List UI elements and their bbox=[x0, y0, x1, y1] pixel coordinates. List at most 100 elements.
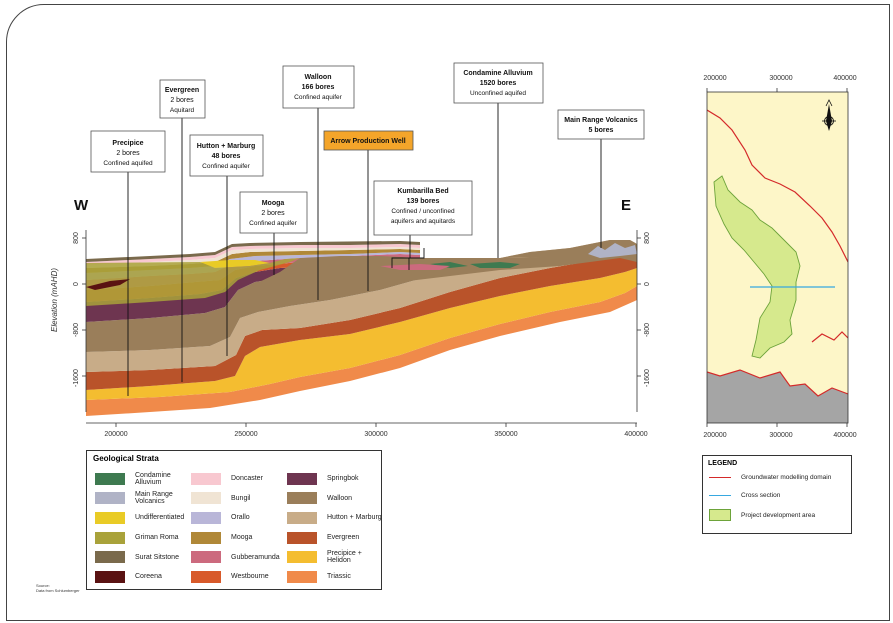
stratum-precipice bbox=[86, 268, 637, 400]
stratum-evergreen bbox=[86, 247, 637, 390]
stratum-hutton bbox=[86, 240, 637, 372]
stratum-condamine-2 bbox=[430, 262, 468, 268]
strata-legend-label: Main Range Volcanics bbox=[135, 491, 173, 506]
strata-swatch-icon bbox=[287, 570, 317, 583]
map-legend-label: Project development area bbox=[741, 511, 816, 519]
strata-swatch-icon bbox=[191, 511, 221, 524]
strata-swatch-icon bbox=[191, 570, 221, 583]
map-legend-item-cross-section: Cross section bbox=[709, 492, 780, 499]
map-legend: LEGEND Groundwater modelling domain Cros… bbox=[702, 455, 852, 534]
stratum-coreena bbox=[86, 279, 130, 290]
strata-legend-item: Condamine Alluvium bbox=[95, 469, 191, 489]
stratum-walloon-surface bbox=[245, 248, 637, 300]
callout-evergreen-desc: Aquitard bbox=[170, 107, 195, 114]
callout-mooga: Mooga 2 bores Confined aquifer bbox=[239, 191, 308, 234]
elevation-axis-label: Elevation (mAHD) bbox=[50, 268, 59, 332]
callout-main-range-count: 5 bores bbox=[589, 127, 614, 134]
strata-legend-item: Gubberamunda bbox=[191, 547, 287, 567]
strata-legend-item: Evergreen bbox=[287, 528, 383, 548]
strata-legend-label: Walloon bbox=[327, 494, 353, 502]
callout-walloon-count: 166 bores bbox=[302, 84, 335, 91]
callout-kumbarilla-desc: Confined / unconfined bbox=[391, 208, 455, 215]
callout-evergreen-count: 2 bores bbox=[170, 97, 194, 104]
stratum-walloon bbox=[86, 240, 637, 352]
strata-swatch-icon bbox=[191, 551, 221, 564]
stratum-triassic bbox=[86, 286, 637, 416]
strata-legend-label: Bungil bbox=[231, 494, 251, 502]
strata-legend-item: Doncaster bbox=[191, 469, 287, 489]
callout-precipice: Precipice 2 bores Confined aquifed bbox=[90, 130, 166, 173]
strata-swatch-icon bbox=[287, 551, 317, 564]
map-legend-label: Cross section bbox=[741, 492, 781, 499]
strata-legend-item: Precipice + Helidon bbox=[287, 547, 383, 567]
strata-legend-label: Undifferentiated bbox=[135, 514, 185, 522]
callout-hutton-title: Hutton + Marburg bbox=[197, 143, 256, 150]
callout-arrow-well: Arrow Production Well bbox=[323, 130, 414, 151]
callout-walloon-title: Walloon bbox=[305, 74, 332, 81]
map-top-tick-2: 300000 bbox=[769, 75, 792, 82]
strata-legend-label: Surat Sitstone bbox=[135, 553, 179, 561]
source-line-2: Data from Schlumberger bbox=[36, 588, 80, 593]
stratum-volcanics bbox=[588, 243, 637, 258]
strata-swatch-icon bbox=[95, 511, 125, 524]
north-arrow-icon bbox=[822, 99, 836, 131]
strata-legend-label: Springbok bbox=[327, 475, 359, 483]
callout-arrow-well-label: Arrow Production Well bbox=[330, 138, 405, 145]
strata-legend-item: Triassic bbox=[287, 567, 383, 587]
callout-precipice-count: 2 bores bbox=[116, 150, 140, 157]
strata-swatch-icon bbox=[191, 472, 221, 485]
callout-leaders bbox=[127, 103, 602, 396]
callout-kumbarilla-desc2: aquifers and aquitards bbox=[391, 218, 456, 225]
callout-condamine-count: 1520 bores bbox=[480, 80, 517, 87]
strata-legend-label: Westbourne bbox=[231, 573, 269, 581]
callout-mooga-count: 2 bores bbox=[261, 210, 285, 217]
strata-legend-item: Westbourne bbox=[191, 567, 287, 587]
cross-section-line-icon bbox=[709, 495, 731, 496]
strata-legend-label: Gubberamunda bbox=[231, 553, 280, 561]
callout-kumbarilla-count: 139 bores bbox=[407, 198, 440, 205]
right-tick-minus1600: -1600 bbox=[644, 369, 651, 387]
strata-bands bbox=[86, 240, 637, 416]
strata-legend-item: Mooga bbox=[191, 528, 287, 548]
strata-legend-item: Undifferentiated bbox=[95, 508, 191, 528]
callout-condamine-desc: Unconfined aquifed bbox=[470, 90, 526, 97]
strata-swatch-icon bbox=[191, 531, 221, 544]
map-legend-label: Groundwater modelling domain bbox=[741, 474, 832, 481]
location-map: 200000 300000 400000 200000 300000 40000… bbox=[703, 75, 856, 439]
map-modelling-domain bbox=[707, 109, 848, 263]
strata-swatch-icon bbox=[95, 551, 125, 564]
map-bottom-tick-2: 300000 bbox=[769, 432, 792, 439]
map-legend-title: LEGEND bbox=[708, 460, 738, 467]
callout-main-range-title: Main Range Volcanics bbox=[564, 117, 637, 124]
strata-legend-label: Doncaster bbox=[231, 475, 263, 483]
callout-mooga-title: Mooga bbox=[262, 200, 285, 207]
stratum-condamine bbox=[470, 262, 520, 268]
strata-legend-item: Springbok bbox=[287, 469, 383, 489]
map-project-area bbox=[713, 175, 801, 359]
map-legend-item-domain: Groundwater modelling domain bbox=[709, 474, 831, 481]
strata-legend-item: Coreena bbox=[95, 567, 191, 587]
map-outside-area bbox=[707, 370, 848, 423]
strata-swatch-icon bbox=[95, 472, 125, 485]
callout-walloon: Walloon 166 bores Confined aquifer bbox=[282, 65, 355, 109]
left-tick-0: 0 bbox=[73, 282, 80, 286]
callout-evergreen: Evergreen 2 bores Aquitard bbox=[159, 79, 206, 119]
stratum-doncaster bbox=[86, 244, 420, 265]
callout-hutton-desc: Confined aquifer bbox=[202, 163, 251, 170]
map-top-tick-1: 200000 bbox=[703, 75, 726, 82]
map-modelling-domain-south bbox=[707, 331, 848, 397]
right-tick-minus800: -800 bbox=[644, 323, 651, 337]
easting-tick-5: 400000 bbox=[624, 431, 647, 438]
strata-swatch-icon bbox=[95, 492, 125, 505]
right-tick-0: 0 bbox=[644, 282, 651, 286]
strata-legend-item: Hutton + Marburg bbox=[287, 508, 383, 528]
map-top-tick-3: 400000 bbox=[833, 75, 856, 82]
strata-swatch-icon bbox=[287, 472, 317, 485]
strata-legend-label: Hutton + Marburg bbox=[327, 514, 382, 522]
easting-tick-2: 250000 bbox=[234, 431, 257, 438]
stratum-griman-top bbox=[86, 258, 300, 306]
map-legend-item-project-area: Project development area bbox=[709, 509, 815, 521]
strata-swatch-icon bbox=[95, 531, 125, 544]
